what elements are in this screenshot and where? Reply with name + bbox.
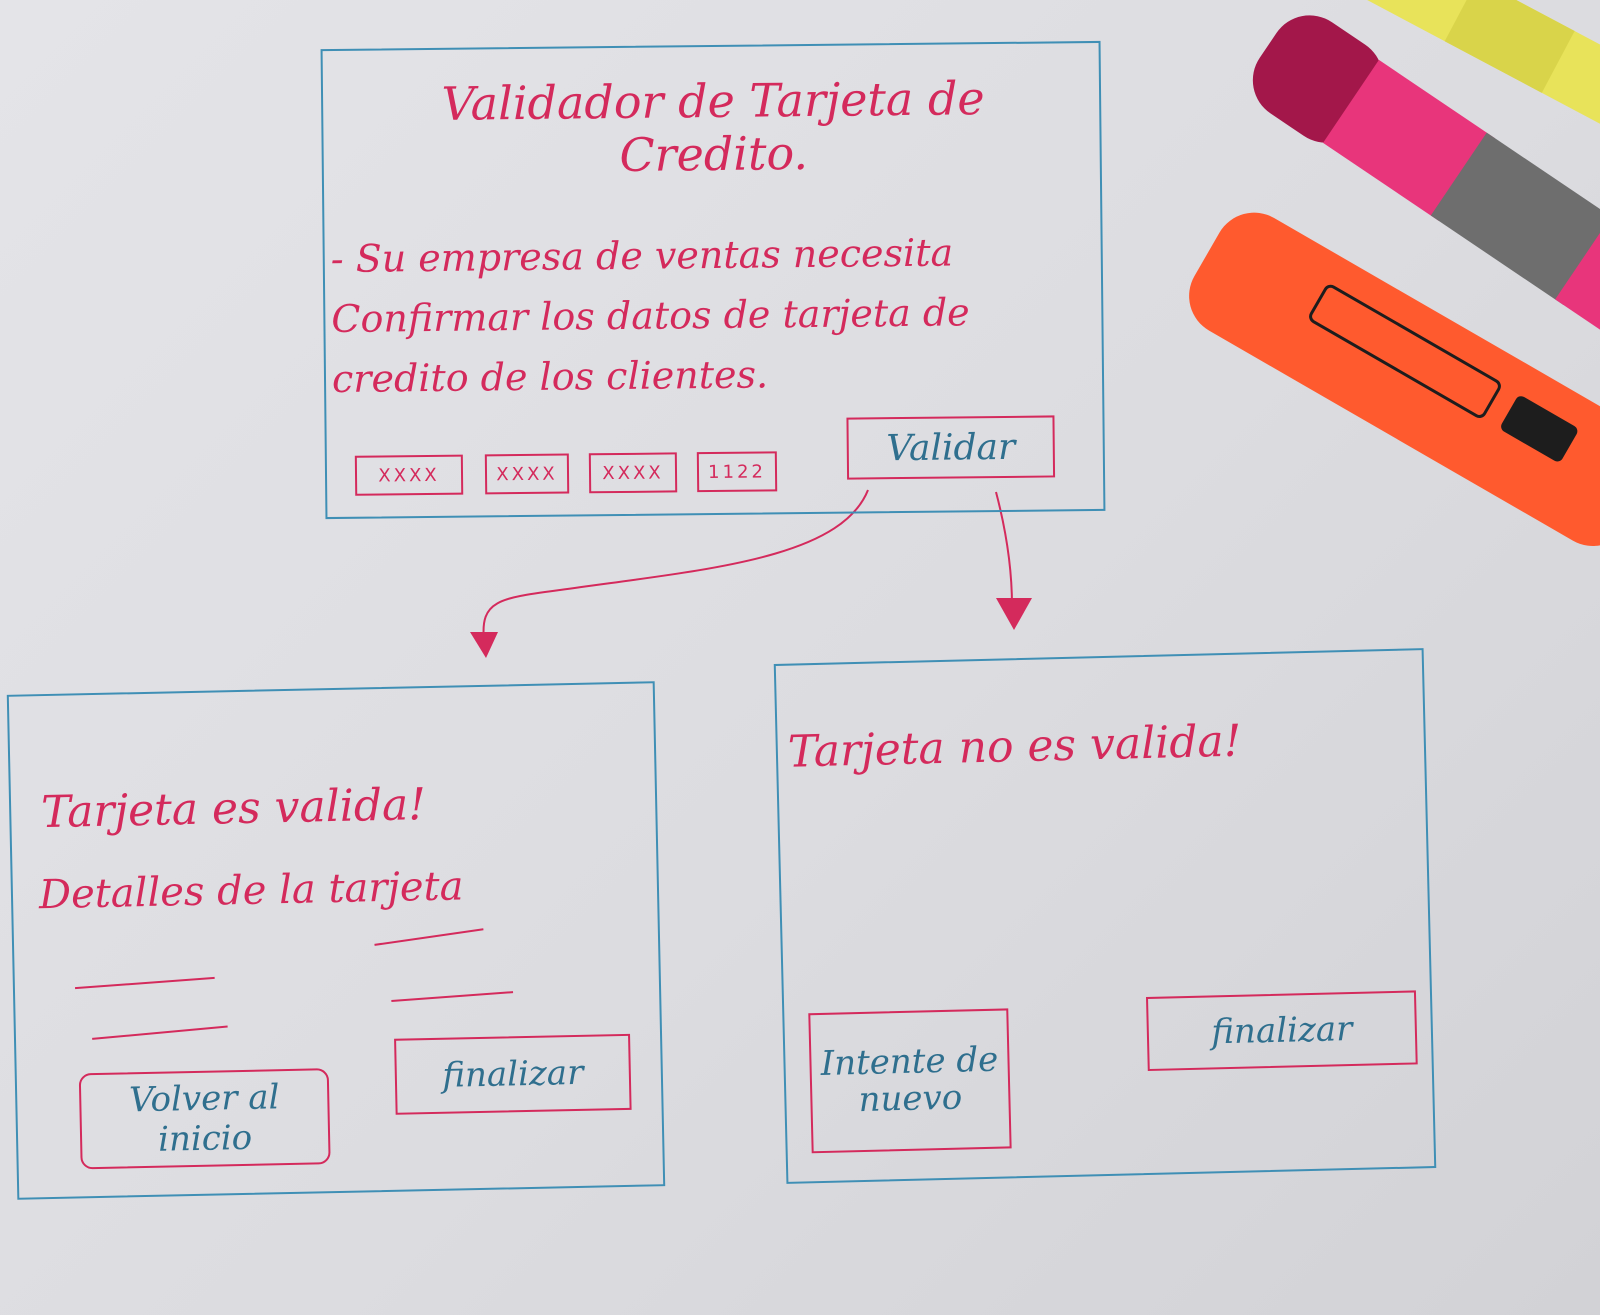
validate-button[interactable]: Validar	[846, 415, 1056, 480]
main-description: - Su empresa de ventas necesita Confirma…	[330, 230, 970, 401]
main-screen-frame: Validador de Tarjeta de Credito. - Su em…	[320, 40, 1106, 520]
valid-screen-frame: Tarjeta es valida! Detalles de la tarjet…	[6, 681, 666, 1200]
card-number-input-2[interactable]: XXXX	[484, 453, 570, 495]
card-number-input-4[interactable]: 1122	[696, 451, 778, 493]
card-number-input-1[interactable]: XXXX	[354, 454, 464, 496]
finish-button-valid[interactable]: finalizar	[394, 1033, 632, 1115]
finish-button-invalid[interactable]: finalizar	[1145, 990, 1418, 1072]
detail-line	[374, 928, 484, 946]
detail-line	[391, 991, 514, 1003]
invalid-title: Tarjeta no es valida!	[787, 715, 1242, 778]
retry-button[interactable]: Intente de nuevo	[808, 1008, 1012, 1154]
invalid-screen-frame: Tarjeta no es valida! Intente de nuevo f…	[773, 648, 1437, 1184]
detail-line	[74, 976, 215, 990]
detail-line	[92, 1025, 228, 1040]
card-details-label: Detalles de la tarjeta	[38, 863, 464, 919]
back-to-start-button[interactable]: Volver al inicio	[78, 1068, 331, 1170]
main-title: Validador de Tarjeta de Credito.	[441, 71, 985, 182]
card-number-input-3[interactable]: XXXX	[588, 452, 678, 494]
valid-title: Tarjeta es valida!	[40, 779, 427, 839]
